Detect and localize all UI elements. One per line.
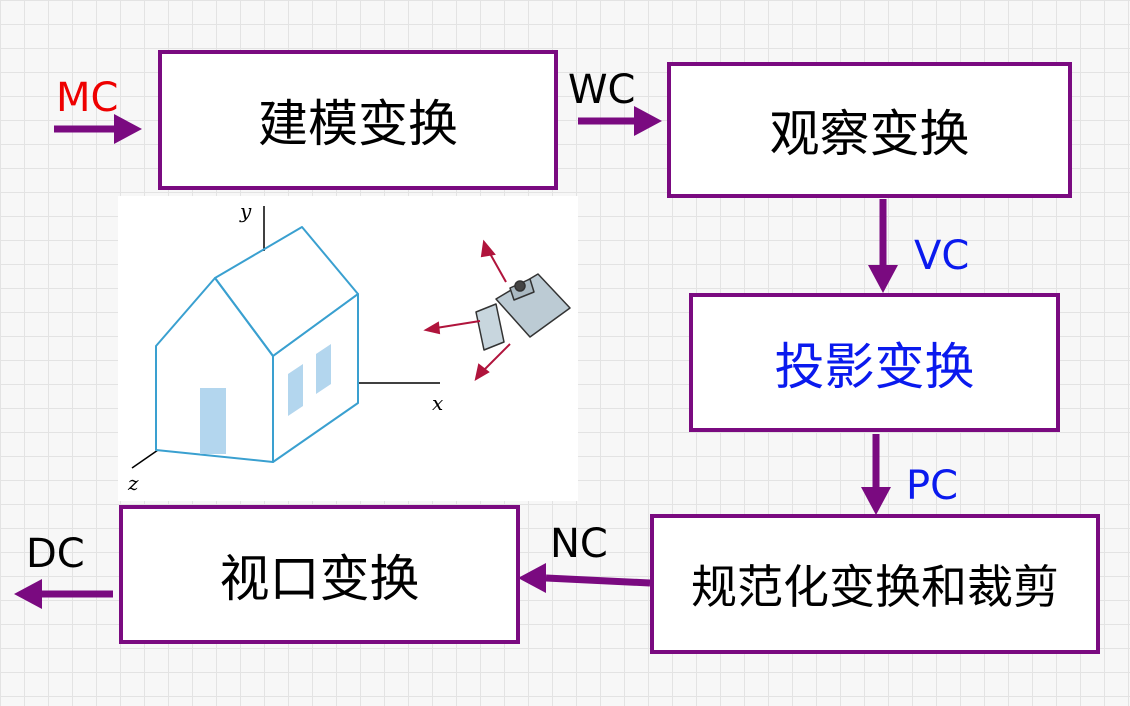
house-camera-svg: y x z <box>127 199 571 495</box>
axis-label-y: y <box>239 199 252 223</box>
axis-label-x: x <box>432 391 443 415</box>
arrow-nc <box>545 574 651 587</box>
axis-label-z: z <box>127 471 139 495</box>
viewing-transform-label: 观察变换 <box>769 105 970 163</box>
label-mc: MC <box>56 75 119 121</box>
viewport-transform-box: 视口变换 <box>119 505 520 644</box>
scene-illustration: y x z <box>118 196 578 501</box>
modeling-transform-box: 建模变换 <box>158 50 558 190</box>
label-dc: DC <box>26 531 85 577</box>
house-window-1 <box>288 364 303 416</box>
camera-button <box>514 280 526 292</box>
projection-transform-box: 投影变换 <box>689 293 1060 432</box>
house-roof <box>214 226 359 357</box>
modeling-transform-label: 建模变换 <box>258 95 458 153</box>
normalization-clipping-label: 规范化变换和裁剪 <box>691 560 1059 614</box>
normalization-clipping-box: 规范化变换和裁剪 <box>650 514 1100 654</box>
label-vc: VC <box>914 233 970 279</box>
viewport-transform-label: 视口变换 <box>219 549 420 608</box>
z-axis <box>131 449 159 469</box>
projection-transform-label: 投影变换 <box>774 337 975 396</box>
camera <box>475 273 571 351</box>
label-pc: PC <box>906 463 959 509</box>
house-door <box>200 388 226 454</box>
camera-direction-arrows <box>423 239 511 382</box>
house <box>155 226 359 463</box>
viewing-transform-box: 观察变换 <box>667 62 1072 198</box>
camera-lens <box>475 303 505 351</box>
label-wc: WC <box>568 67 636 113</box>
house-window-2 <box>316 344 331 394</box>
label-nc: NC <box>550 521 608 567</box>
